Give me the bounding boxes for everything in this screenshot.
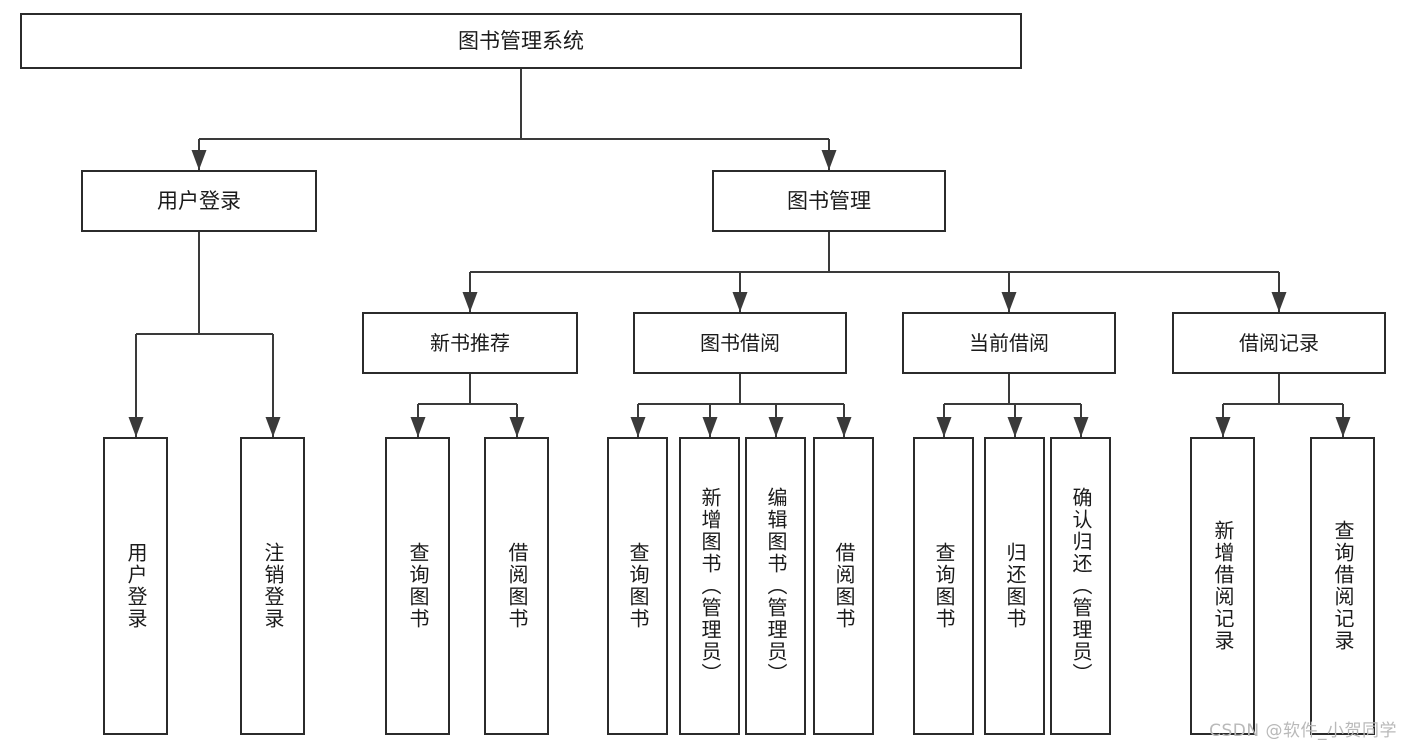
edge-arrowhead	[768, 417, 784, 437]
node-l-addrec[interactable]: 新增借阅记录	[1190, 437, 1255, 735]
node-label: 查询借阅记录	[1331, 520, 1355, 652]
node-label: 图书借阅	[700, 330, 780, 355]
edge-arrowhead	[1271, 292, 1287, 312]
node-records[interactable]: 借阅记录	[1172, 312, 1386, 374]
node-label: 确认归还（管理员）	[1069, 487, 1093, 685]
node-login[interactable]: 用户登录	[81, 170, 317, 232]
node-borrow[interactable]: 图书借阅	[633, 312, 847, 374]
node-label: 当前借阅	[969, 330, 1049, 355]
node-l-login[interactable]: 用户登录	[103, 437, 168, 735]
edge-arrowhead	[936, 417, 952, 437]
edge-arrowhead	[836, 417, 852, 437]
node-label: 用户登录	[124, 542, 148, 630]
node-label: 借阅记录	[1239, 330, 1319, 355]
node-l-qrec[interactable]: 查询借阅记录	[1310, 437, 1375, 735]
edge-arrowhead	[128, 417, 144, 437]
node-l-return[interactable]: 归还图书	[984, 437, 1045, 735]
edge-arrowhead	[1335, 417, 1351, 437]
edge-arrowhead	[732, 292, 748, 312]
edge-arrowhead	[702, 417, 718, 437]
edge-arrowhead	[821, 150, 837, 170]
node-label: 查询图书	[626, 542, 650, 630]
node-l-b1[interactable]: 借阅图书	[484, 437, 549, 735]
edge-arrowhead	[1073, 417, 1089, 437]
node-label: 归还图书	[1003, 542, 1027, 630]
node-l-q3[interactable]: 查询图书	[913, 437, 974, 735]
node-l-logout[interactable]: 注销登录	[240, 437, 305, 735]
edge-arrowhead	[1007, 417, 1023, 437]
node-label: 新书推荐	[430, 330, 510, 355]
edge-arrowhead	[191, 150, 207, 170]
node-label: 图书管理	[787, 188, 871, 213]
node-bookmgmt[interactable]: 图书管理	[712, 170, 946, 232]
node-l-b2[interactable]: 借阅图书	[813, 437, 874, 735]
edge-arrowhead	[1215, 417, 1231, 437]
node-l-add[interactable]: 新增图书（管理员）	[679, 437, 740, 735]
node-label: 借阅图书	[832, 542, 856, 630]
node-label: 编辑图书（管理员）	[764, 487, 788, 685]
node-l-confirm[interactable]: 确认归还（管理员）	[1050, 437, 1111, 735]
edge-arrowhead	[265, 417, 281, 437]
node-newbook[interactable]: 新书推荐	[362, 312, 578, 374]
node-label: 查询图书	[406, 542, 430, 630]
node-label: 用户登录	[157, 188, 241, 213]
node-l-q2[interactable]: 查询图书	[607, 437, 668, 735]
node-label: 新增图书（管理员）	[698, 487, 722, 685]
node-l-edit[interactable]: 编辑图书（管理员）	[745, 437, 806, 735]
edge-arrowhead	[410, 417, 426, 437]
node-l-q1[interactable]: 查询图书	[385, 437, 450, 735]
node-label: 注销登录	[261, 542, 285, 630]
node-root[interactable]: 图书管理系统	[20, 13, 1022, 69]
edge-arrowhead	[509, 417, 525, 437]
node-label: 新增借阅记录	[1211, 520, 1235, 652]
node-label: 借阅图书	[505, 542, 529, 630]
node-label: 图书管理系统	[458, 28, 584, 53]
node-current[interactable]: 当前借阅	[902, 312, 1116, 374]
edge-arrowhead	[462, 292, 478, 312]
node-label: 查询图书	[932, 542, 956, 630]
edge-arrowhead	[1001, 292, 1017, 312]
edge-arrowhead	[630, 417, 646, 437]
